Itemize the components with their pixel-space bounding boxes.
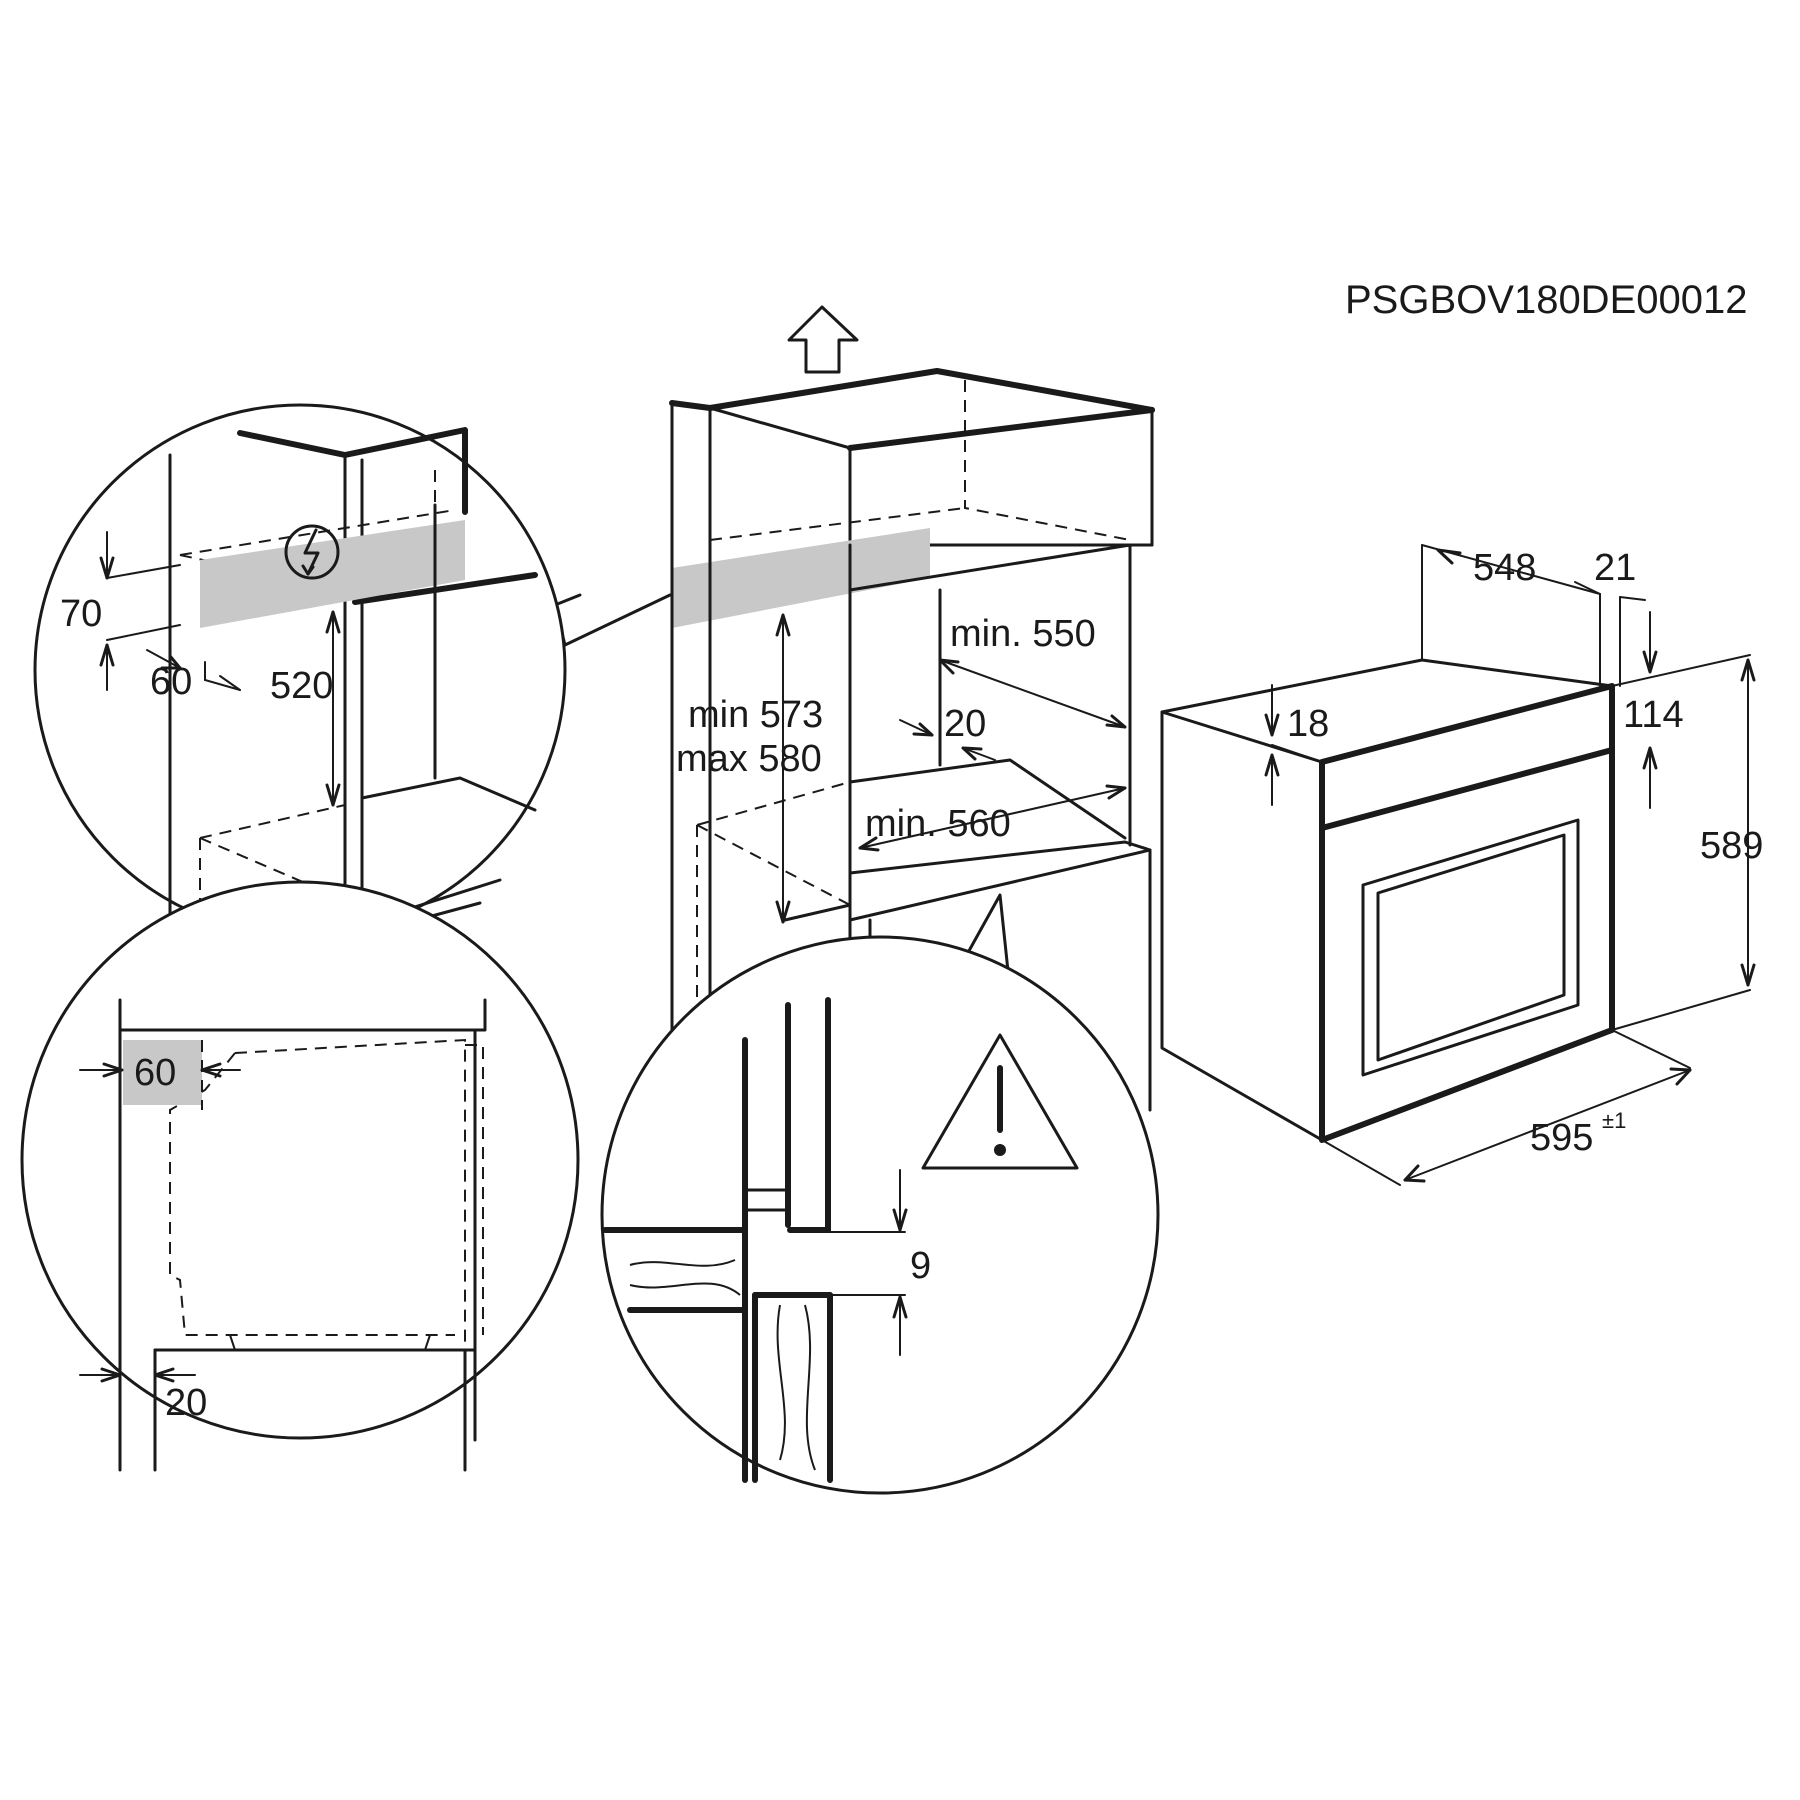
detail-top-view-clearance bbox=[20, 880, 580, 1472]
dim-589: 589 bbox=[1700, 825, 1763, 867]
dim-60-bottom: 60 bbox=[134, 1052, 176, 1094]
electric-hazard-icon bbox=[284, 524, 340, 580]
dim-min560: min. 560 bbox=[865, 803, 1011, 845]
dim-min573: min 573 bbox=[688, 694, 823, 736]
dim-520: 520 bbox=[270, 665, 333, 707]
warning-triangle-icon bbox=[921, 1033, 1079, 1170]
dim-20-bottom: 20 bbox=[165, 1382, 207, 1424]
dim-548: 548 bbox=[1473, 547, 1536, 589]
oven-drawing bbox=[1160, 544, 1756, 1186]
dim-70: 70 bbox=[60, 593, 102, 635]
dim-20-mid: 20 bbox=[944, 703, 986, 745]
dim-min550: min. 550 bbox=[950, 613, 1096, 655]
dim-595: 595 bbox=[1530, 1117, 1593, 1159]
dim-60-top: 60 bbox=[150, 661, 192, 703]
drawing-code: PSGBOV180DE00012 bbox=[1345, 278, 1747, 322]
dim-114: 114 bbox=[1623, 694, 1684, 736]
dim-21: 21 bbox=[1594, 547, 1636, 589]
dim-max580: max 580 bbox=[676, 738, 822, 780]
detail-mounting-gap bbox=[600, 893, 1160, 1495]
dim-595-tolerance: ±1 bbox=[1602, 1108, 1626, 1133]
electrical-zone bbox=[672, 528, 930, 628]
cabinet-drawing bbox=[669, 305, 1155, 1112]
detail-electrical-connection bbox=[33, 403, 672, 945]
arrow-up-icon bbox=[787, 305, 859, 374]
dim-18: 18 bbox=[1287, 703, 1329, 745]
dim-9: 9 bbox=[910, 1245, 931, 1287]
